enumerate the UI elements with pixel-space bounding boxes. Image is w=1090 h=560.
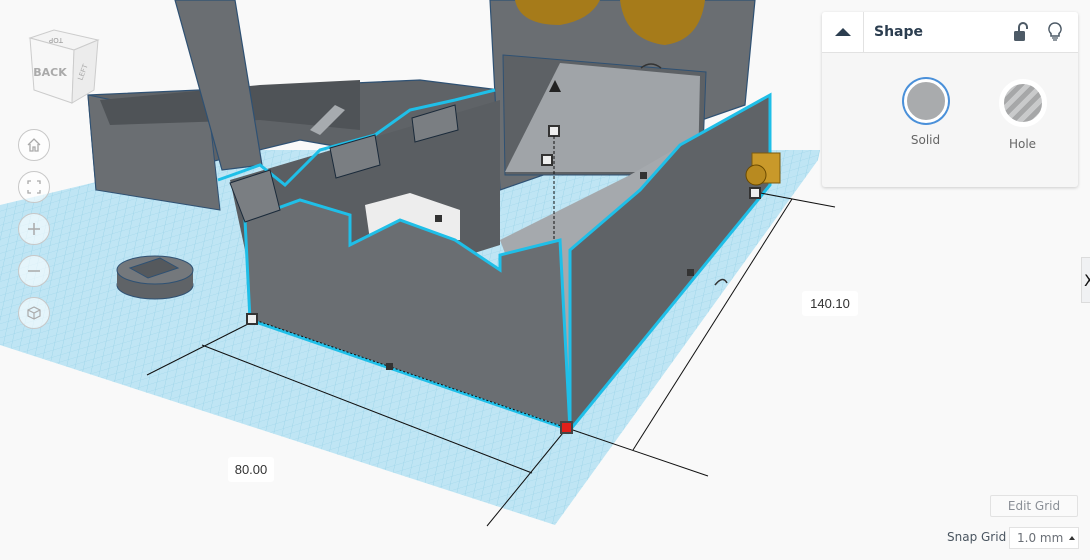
height-handle[interactable] <box>548 125 560 137</box>
minus-icon <box>28 270 40 272</box>
panel-title: Shape <box>874 24 924 40</box>
edge-handle[interactable] <box>386 363 393 370</box>
rotate-handle-icon[interactable] <box>640 63 662 69</box>
collapse-panel-button[interactable] <box>822 12 864 52</box>
hole-option[interactable]: Hole <box>974 79 1071 151</box>
dimension-lines <box>146 191 836 527</box>
lightbulb-icon <box>1048 22 1062 41</box>
edge-handle[interactable] <box>687 269 694 276</box>
snap-grid-select[interactable]: 1.0 mm <box>1009 527 1079 549</box>
viewcube-back-label: BACK <box>33 66 67 79</box>
edge-handle[interactable] <box>435 215 442 222</box>
solid-swatch[interactable] <box>903 79 948 123</box>
zoom-in-button[interactable] <box>18 213 50 245</box>
plus-icon <box>28 223 40 235</box>
viewcube-top-label: TOP <box>49 36 64 44</box>
edge-handle[interactable] <box>640 172 647 179</box>
snap-grid-value: 1.0 mm <box>1017 531 1064 545</box>
corner-handle[interactable] <box>749 187 761 199</box>
lock-button[interactable] <box>1010 20 1032 44</box>
lift-arrow-icon[interactable] <box>549 80 561 92</box>
shape-inspector-panel: Shape Solid Hole <box>822 12 1078 187</box>
home-view-button[interactable] <box>18 129 50 161</box>
hole-label: Hole <box>1008 137 1037 151</box>
rotate-handle-icon[interactable] <box>714 278 728 286</box>
solid-label: Solid <box>910 133 941 147</box>
corner-handle[interactable] <box>246 313 258 325</box>
zoom-out-button[interactable] <box>18 255 50 287</box>
edit-grid-button[interactable]: Edit Grid <box>990 495 1078 517</box>
perspective-cube-icon <box>27 306 41 320</box>
length-dimension-input[interactable]: 140.10 <box>802 291 858 316</box>
corner-handle-active[interactable] <box>560 421 573 434</box>
view-cube[interactable]: TOP BACK LEFT <box>22 28 102 108</box>
ring-shape[interactable] <box>116 255 194 300</box>
width-dimension-input[interactable]: 80.00 <box>228 457 274 482</box>
castle-shape-selected[interactable] <box>217 88 772 435</box>
fit-view-button[interactable] <box>18 171 50 203</box>
height-handle-base[interactable] <box>541 154 553 166</box>
caret-up-icon <box>1069 536 1076 540</box>
panel-header: Shape <box>822 12 1078 53</box>
lock-open-icon <box>1014 22 1028 41</box>
home-icon <box>27 138 41 152</box>
fit-view-icon <box>27 180 41 194</box>
chevron-up-icon <box>834 28 851 36</box>
gold-knob-shape[interactable] <box>745 152 781 186</box>
side-panel-tab[interactable]: X <box>1081 257 1090 303</box>
perspective-toggle-button[interactable] <box>18 297 50 329</box>
hole-swatch[interactable] <box>998 79 1047 127</box>
solid-option[interactable]: Solid <box>877 79 974 151</box>
light-bulb-button[interactable] <box>1044 20 1066 44</box>
shape-type-options: Solid Hole <box>822 53 1078 151</box>
snap-grid-label: Snap Grid <box>947 530 1007 544</box>
